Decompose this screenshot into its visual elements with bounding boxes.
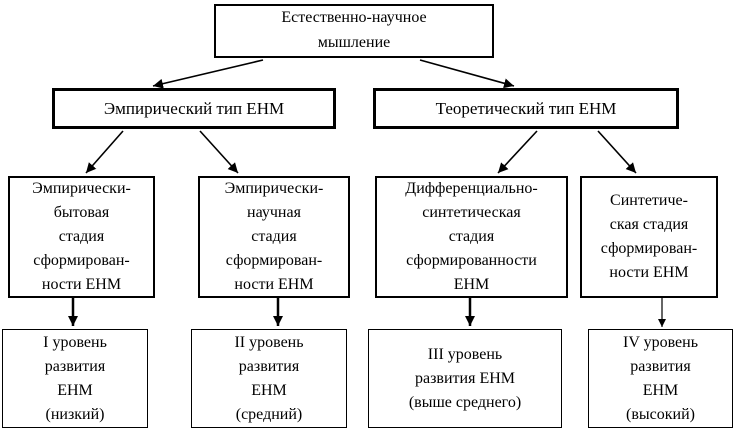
- node-level-1-low: I уровень развития ЕНМ (низкий): [2, 329, 148, 428]
- node-stage-empirical-scientific: Эмпирически- научная стадия сформирован-…: [198, 176, 350, 298]
- node-level-2-medium: II уровень развития ЕНМ (средний): [191, 329, 347, 428]
- node-root-natural-scientific-thinking: Естественно-научное мышление: [214, 4, 494, 58]
- arrow-theoretical-to-stage3: [497, 130, 538, 174]
- node-level-3-above-average: III уровень развития ЕНМ (выше среднего): [368, 329, 562, 428]
- node-stage-synthetic: Синтетиче- ская стадия сформирован- ност…: [580, 176, 718, 298]
- arrow-empirical-to-stage2: [199, 130, 239, 174]
- node-stage-empirical-everyday: Эмпирически- бытовая стадия сформирован-…: [8, 176, 155, 298]
- arrow-root-to-empirical: [152, 59, 264, 89]
- node-type-theoretical-enm: Теоретический тип ЕНМ: [373, 88, 679, 129]
- arrow-theoretical-to-stage4: [597, 130, 637, 174]
- node-level-4-high: IV уровень развития ЕНМ (высокий): [588, 329, 733, 428]
- arrow-root-to-theoretical: [419, 59, 515, 89]
- arrow-empirical-to-stage1: [85, 130, 124, 174]
- node-type-empirical-enm: Эмпирический тип ЕНМ: [52, 88, 336, 129]
- node-stage-differential-synthetic: Дифференциально- синтетическая стадия сф…: [375, 176, 568, 298]
